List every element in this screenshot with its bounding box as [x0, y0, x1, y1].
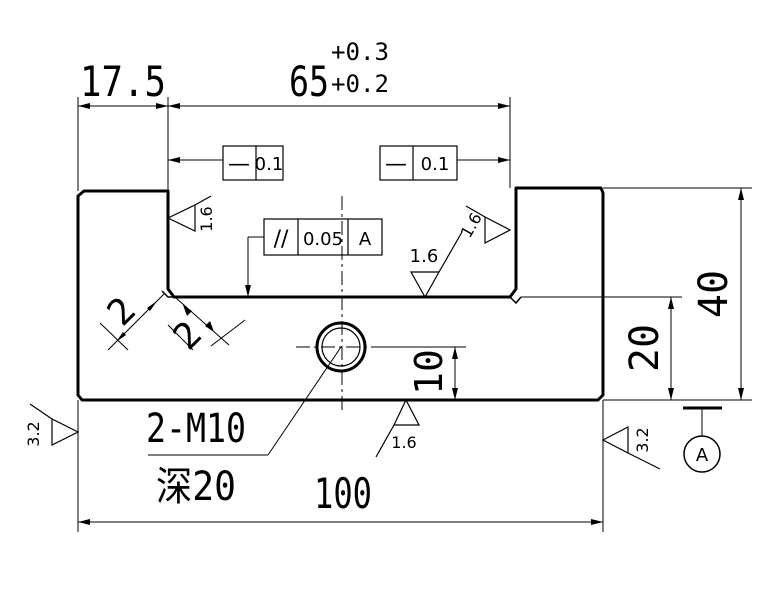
roughness-right-wall: 1.6	[457, 209, 486, 241]
roughness-slot-bottom: 1.6	[410, 246, 439, 267]
parallelism-symbol: //	[274, 227, 289, 252]
roughness-bottom-face: 1.6	[391, 433, 416, 452]
dim-40: 40	[691, 270, 737, 318]
dim-65-tol-lower: +0.2	[331, 70, 389, 98]
flatness-left-value: 0.1	[255, 154, 284, 175]
flatness-right-symbol: —	[385, 152, 407, 177]
roughness-left-side: 3.2	[24, 421, 43, 446]
chamfer-dim-a: 2	[100, 290, 144, 334]
dim-65-tol-upper: +0.3	[331, 38, 389, 66]
parallelism-frame	[263, 218, 383, 256]
dim-10: 10	[407, 349, 451, 395]
chamfer-dim-b: 2	[166, 314, 210, 358]
flatness-right-value: 0.1	[421, 154, 450, 175]
dim-100: 100	[314, 469, 372, 518]
roughness-right-side: 3.2	[633, 427, 652, 452]
dim-17-5: 17.5	[80, 57, 166, 106]
dimension-lines	[77, 97, 752, 532]
gdt-texts: — 0.1 — 0.1 // 0.05 A	[228, 152, 449, 252]
dimension-texts: 17.5 65 +0.3 +0.2 100 40 20 10 2 2 2-M10…	[80, 38, 737, 518]
threaded-hole	[315, 321, 367, 373]
parallelism-value: 0.05	[303, 229, 343, 250]
roughness-left-wall: 1.6	[197, 206, 216, 231]
parallelism-datum: A	[359, 229, 372, 250]
dim-65: 65	[289, 57, 329, 106]
roughness-texts: 1.6 1.6 1.6 1.6 3.2 3.2 A	[24, 206, 709, 466]
depth-callout: 深20	[156, 464, 236, 510]
dim-20: 20	[622, 324, 668, 372]
datum-circle	[683, 435, 721, 473]
thread-callout: 2-M10	[146, 406, 246, 452]
arrowheads	[78, 103, 744, 525]
flatness-left-symbol: —	[228, 152, 250, 177]
part-outline	[76, 186, 605, 402]
flatness-frame-right	[379, 145, 458, 181]
roughness-symbols	[29, 195, 661, 470]
datum-label: A	[696, 445, 709, 466]
inner-corner-details	[161, 290, 522, 305]
flatness-frame-left	[222, 145, 284, 181]
